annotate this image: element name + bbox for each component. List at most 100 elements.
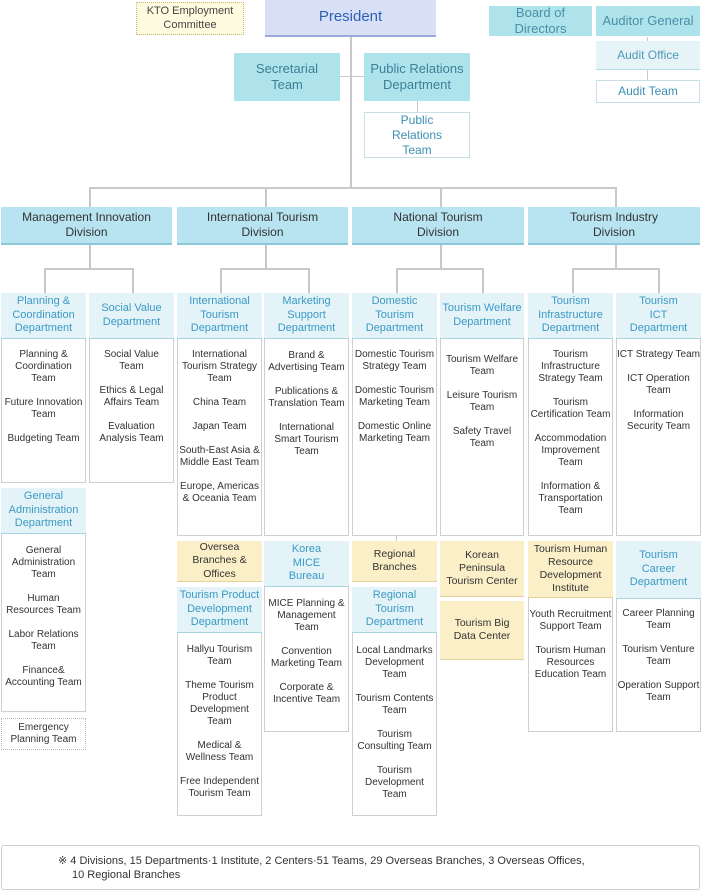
audit-office-label: Audit Office bbox=[617, 47, 679, 62]
team-item[interactable]: Europe, Americas & Oceania Team bbox=[180, 481, 259, 504]
regional-branches[interactable]: Regional Branches bbox=[352, 541, 437, 582]
team-item[interactable]: Evaluation Analysis Team bbox=[99, 421, 164, 444]
team-item[interactable]: Information & Transportation Team bbox=[538, 481, 603, 516]
team-item[interactable]: South-East Asia & Middle East Team bbox=[179, 445, 260, 468]
team-item[interactable]: Accommodation Improvement Team bbox=[534, 433, 607, 468]
team-item[interactable]: Leisure Tourism Team bbox=[446, 390, 518, 413]
team-item[interactable]: Hallyu Tourism Team bbox=[186, 644, 253, 667]
team-item[interactable]: Tourism Development Team bbox=[365, 765, 424, 800]
regional-tourism-department[interactable]: Regional Tourism Department bbox=[352, 587, 437, 633]
connector bbox=[220, 268, 310, 270]
team-item[interactable]: Tourism Consulting Team bbox=[357, 729, 432, 752]
team-item[interactable]: ICT Strategy Team bbox=[617, 349, 700, 360]
team-item[interactable]: Local Landmarks Development Team bbox=[356, 645, 433, 680]
general-admin-team-list: General Administration Team Human Resour… bbox=[4, 545, 83, 701]
division-label: Tourism Industry Division bbox=[569, 210, 659, 239]
connector bbox=[44, 268, 134, 270]
marketing-support-department[interactable]: Marketing Support Department bbox=[264, 293, 349, 339]
public-relations-team[interactable]: Public Relations Team bbox=[364, 112, 470, 158]
domestic-tourism-department[interactable]: Domestic Tourism Department bbox=[352, 293, 437, 339]
team-item[interactable]: Tourism Venture Team bbox=[622, 644, 695, 667]
team-item[interactable]: Domestic Tourism Strategy Team bbox=[354, 349, 435, 372]
audit-team[interactable]: Audit Team bbox=[596, 80, 700, 103]
team-item[interactable]: Safety Travel Team bbox=[452, 426, 512, 449]
team-item[interactable]: Tourism Certification Team bbox=[530, 397, 611, 420]
tourism-big-data-center[interactable]: Tourism Big Data Center bbox=[440, 601, 524, 660]
summary-line-1: ※ 4 Divisions, 15 Departments·1 Institut… bbox=[58, 855, 585, 867]
management-innovation-division[interactable]: Management Innovation Division bbox=[1, 207, 172, 245]
team-item[interactable]: Japan Team bbox=[192, 421, 247, 432]
team-item[interactable]: International Tourism Strategy Team bbox=[181, 349, 258, 384]
team-item[interactable]: Planning & Coordination Team bbox=[15, 349, 72, 384]
team-item[interactable]: MICE Planning & Management Team bbox=[268, 598, 345, 633]
connector bbox=[615, 245, 617, 269]
tourism-career-department[interactable]: Tourism Career Department bbox=[616, 541, 701, 599]
international-tourism-department[interactable]: International Tourism Department bbox=[177, 293, 262, 339]
team-item[interactable]: Tourism Contents Team bbox=[355, 693, 434, 716]
team-item[interactable]: International Smart Tourism Team bbox=[274, 422, 339, 457]
tourism-welfare-department[interactable]: Tourism Welfare Department bbox=[440, 293, 524, 339]
product-dev-team-list: Hallyu Tourism Team Theme Tourism Produc… bbox=[178, 644, 261, 812]
tourism-infrastructure-department[interactable]: Tourism Infrastructure Department bbox=[528, 293, 613, 339]
team-item[interactable]: Human Resources Team bbox=[6, 593, 81, 616]
audit-team-label: Audit Team bbox=[618, 84, 678, 98]
team-item[interactable]: Domestic Tourism Marketing Team bbox=[354, 385, 435, 408]
tourism-industry-division[interactable]: Tourism Industry Division bbox=[528, 207, 700, 245]
audit-office[interactable]: Audit Office bbox=[596, 41, 700, 70]
connector bbox=[265, 187, 267, 207]
team-item[interactable]: Labor Relations Team bbox=[8, 629, 79, 652]
institute-label: Tourism Human Resource Development Insti… bbox=[533, 542, 608, 595]
board-label: Board of Directors bbox=[514, 4, 567, 36]
team-item[interactable]: Tourism Infrastructure Strategy Team bbox=[538, 349, 603, 384]
team-item[interactable]: Tourism Welfare Team bbox=[445, 354, 519, 377]
pr-department-label: Public Relations Department bbox=[370, 60, 464, 92]
hr-institute-team-list: Youth Recruitment Support Team Tourism H… bbox=[529, 609, 612, 693]
planning-coordination-department[interactable]: Planning & Coordination Department bbox=[1, 293, 86, 339]
team-item[interactable]: Publications & Translation Team bbox=[268, 386, 345, 409]
tourism-product-development-department[interactable]: Tourism Product Development Department bbox=[177, 587, 262, 633]
dept-label: Planning & Coordination Department bbox=[12, 294, 75, 335]
team-item[interactable]: Corporate & Incentive Team bbox=[272, 682, 341, 705]
team-item[interactable]: Medical & Wellness Team bbox=[185, 740, 254, 763]
team-item[interactable]: China Team bbox=[192, 397, 247, 408]
team-item[interactable]: Convention Marketing Team bbox=[271, 646, 342, 669]
public-relations-department[interactable]: Public Relations Department bbox=[364, 53, 470, 101]
team-item[interactable]: Ethics & Legal Affairs Team bbox=[99, 385, 164, 408]
emergency-planning-team[interactable]: Emergency Planning Team bbox=[1, 718, 86, 750]
team-item[interactable]: Domestic Online Marketing Team bbox=[357, 421, 432, 444]
general-administration-department[interactable]: General Administration Department bbox=[1, 488, 86, 534]
team-item[interactable]: Information Security Team bbox=[626, 409, 691, 432]
connector bbox=[396, 536, 397, 542]
team-item[interactable]: Tourism Human Resources Education Team bbox=[534, 645, 607, 680]
team-item[interactable]: General Administration Team bbox=[11, 545, 76, 580]
korea-mice-bureau[interactable]: Korea MICE Bureau bbox=[264, 541, 349, 587]
team-item[interactable]: ICT Operation Team bbox=[627, 373, 690, 396]
team-item[interactable]: Finance& Accounting Team bbox=[5, 665, 82, 688]
overseas-label: Oversea Branches & Offices bbox=[192, 541, 247, 580]
board-of-directors[interactable]: Board of Directors bbox=[489, 4, 592, 36]
team-item[interactable]: Youth Recruitment Support Team bbox=[529, 609, 612, 632]
regional-team-list: Local Landmarks Development Team Tourism… bbox=[353, 645, 436, 813]
team-item[interactable]: Operation Support Team bbox=[617, 680, 700, 703]
tourism-ict-department[interactable]: Tourism ICT Department bbox=[616, 293, 701, 339]
team-item[interactable]: Theme Tourism Product Development Team bbox=[185, 680, 254, 727]
team-item[interactable]: Budgeting Team bbox=[7, 433, 80, 444]
connector bbox=[417, 100, 418, 112]
international-tourism-division[interactable]: International Tourism Division bbox=[177, 207, 348, 245]
summary-footer: ※ 4 Divisions, 15 Departments·1 Institut… bbox=[1, 845, 700, 890]
dept-label: Tourism Welfare Department bbox=[442, 301, 522, 328]
team-item[interactable]: Brand & Advertising Team bbox=[268, 350, 345, 373]
tourism-human-resource-development-institute[interactable]: Tourism Human Resource Development Insti… bbox=[528, 541, 613, 598]
secretarial-team[interactable]: Secretarial Team bbox=[234, 53, 340, 101]
national-tourism-division[interactable]: National Tourism Division bbox=[352, 207, 524, 245]
korean-peninsula-tourism-center[interactable]: Korean Peninsula Tourism Center bbox=[440, 541, 524, 597]
president-box[interactable]: President bbox=[265, 0, 436, 37]
team-item[interactable]: Future Innovation Team bbox=[4, 397, 83, 420]
oversea-branches-offices[interactable]: Oversea Branches & Offices bbox=[177, 541, 262, 582]
social-value-department[interactable]: Social Value Department bbox=[89, 293, 174, 339]
team-item[interactable]: Free Independent Tourism Team bbox=[180, 776, 259, 799]
connector bbox=[440, 187, 442, 207]
auditor-general[interactable]: Auditor General bbox=[596, 6, 700, 36]
team-item[interactable]: Social Value Team bbox=[104, 349, 159, 372]
team-item[interactable]: Career Planning Team bbox=[622, 608, 695, 631]
